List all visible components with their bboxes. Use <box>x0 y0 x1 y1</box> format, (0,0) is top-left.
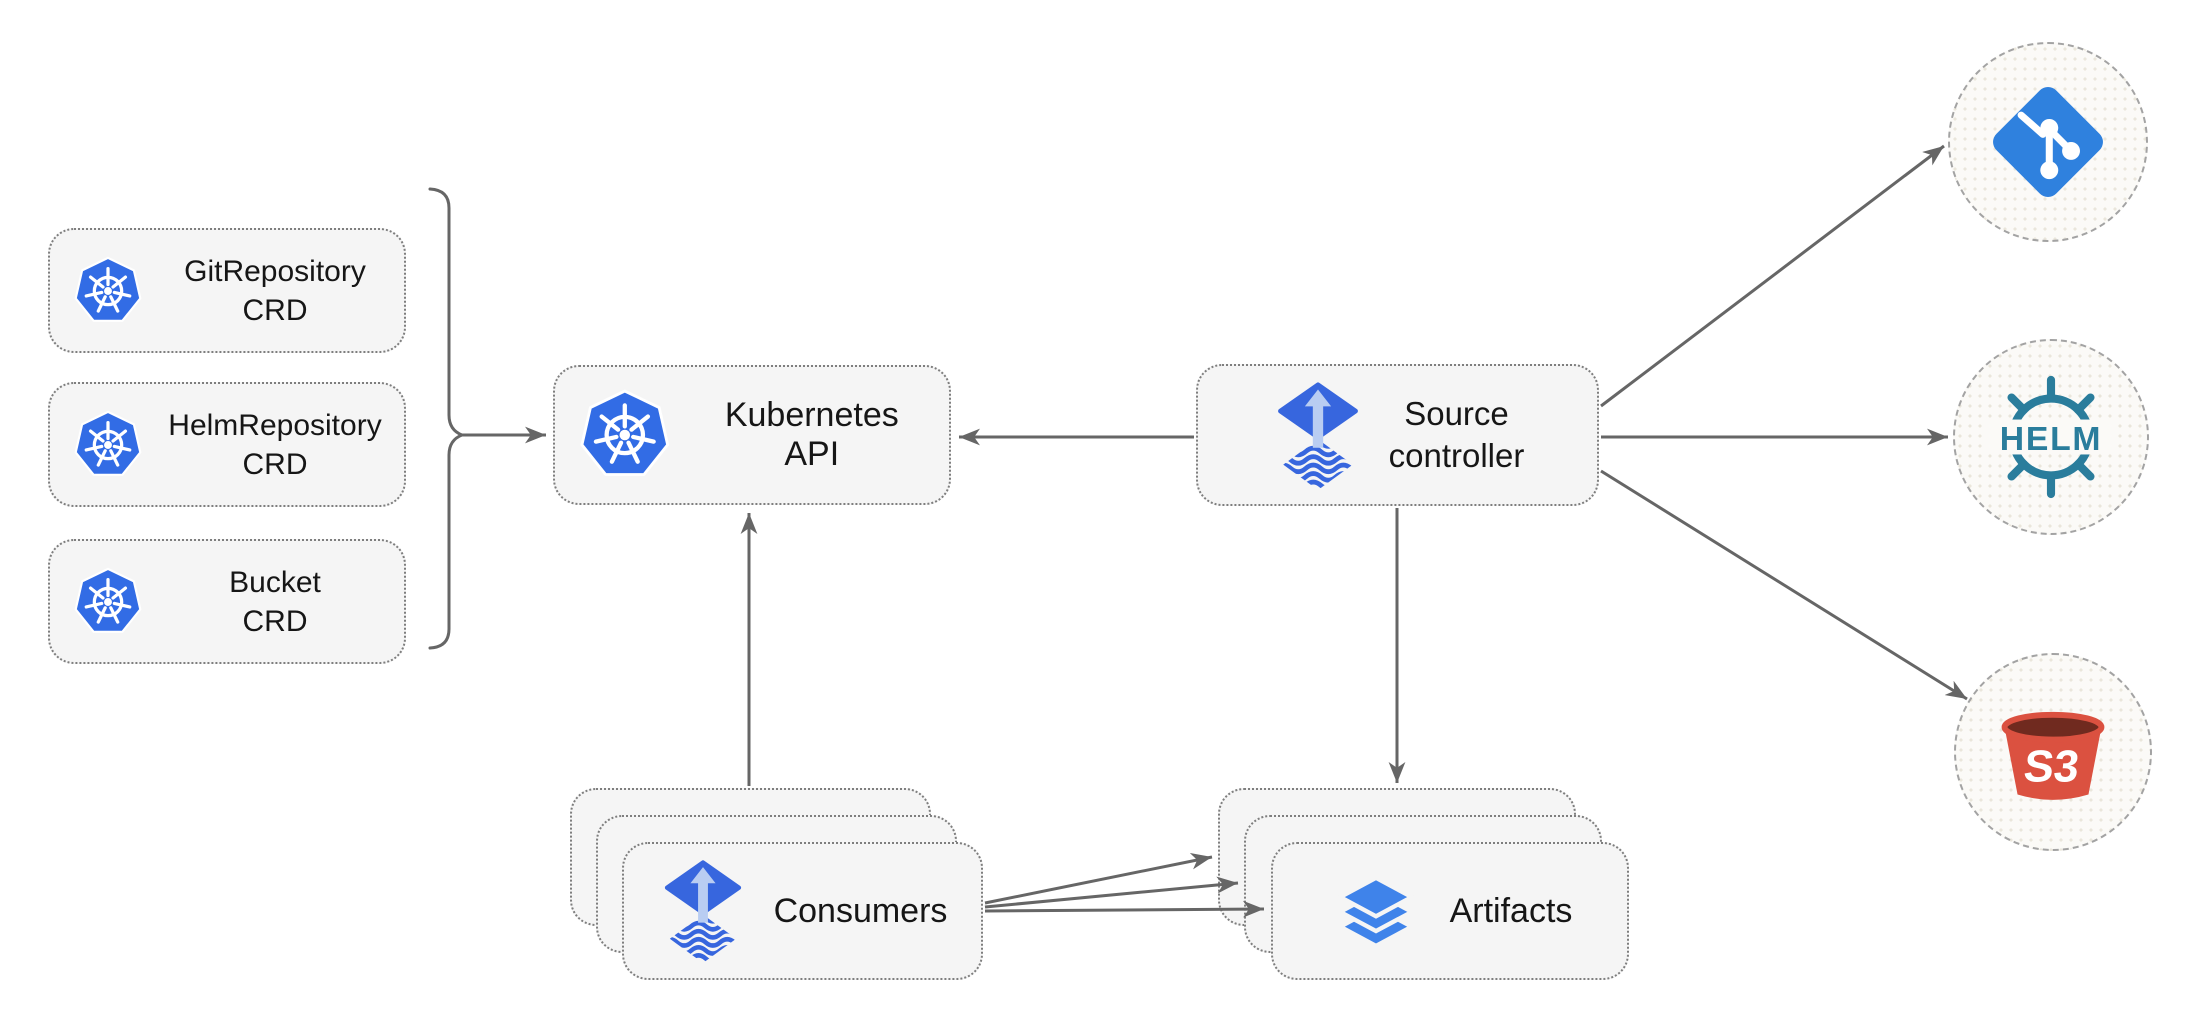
helmrepository-crd-node: HelmRepository CRD <box>48 382 406 507</box>
source-controller-node: Source controller <box>1196 364 1599 506</box>
helmrepository-crd-label: HelmRepository CRD <box>168 406 382 484</box>
gitrepository-crd-node: GitRepository CRD <box>48 228 406 353</box>
crd-label-line1: Bucket <box>229 565 321 599</box>
kubernetes-icon <box>74 255 142 322</box>
kubernetes-icon <box>577 386 673 484</box>
layers-icon <box>1335 875 1416 949</box>
kubernetes-icon <box>74 409 142 476</box>
gitrepository-crd-label: GitRepository CRD <box>168 252 382 330</box>
helm-logo-text: HELM <box>2000 420 2103 458</box>
crd-label-line1: HelmRepository <box>168 408 382 442</box>
s3-logo-text: S3 <box>2021 741 2081 792</box>
arrow-source-controller-to-s3 <box>1600 469 1968 701</box>
crd-group-brace <box>428 187 467 650</box>
flux-icon <box>658 859 748 963</box>
bucket-crd-label: Bucket CRD <box>168 563 382 641</box>
crd-label-line1: GitRepository <box>184 254 366 288</box>
git-icon <box>1993 87 2103 197</box>
artifacts-label: Artifacts <box>1449 891 1573 930</box>
arrow-consumers-to-artifacts-2 <box>984 876 1239 909</box>
crd-label-line2: CRD <box>242 604 308 638</box>
flux-icon <box>1271 381 1365 490</box>
helm-icon: HELM <box>1988 375 2114 499</box>
s3-bucket-icon: S3 <box>2001 711 2105 800</box>
git-source-circle <box>1948 42 2148 242</box>
crd-label-line2: CRD <box>242 293 308 327</box>
source-controller-label-line2: controller <box>1388 437 1525 474</box>
crd-label-line2: CRD <box>242 447 308 481</box>
artifacts-node: Artifacts <box>1271 842 1629 980</box>
bucket-crd-node: Bucket CRD <box>48 539 406 664</box>
consumers-node: Consumers <box>622 842 983 980</box>
source-controller-label-line1: Source <box>1404 395 1509 432</box>
arrow-consumers-to-artifacts-1 <box>984 852 1213 905</box>
consumers-label: Consumers <box>773 891 948 930</box>
helm-source-circle: HELM <box>1953 339 2149 535</box>
kubernetes-icon <box>74 566 142 633</box>
source-controller-label: Source controller <box>1389 393 1525 477</box>
s3-source-circle: S3 <box>1954 653 2152 851</box>
arrow-source-controller-to-git <box>1600 144 1945 408</box>
kubernetes-api-node: Kubernetes API <box>553 365 951 505</box>
kubernetes-api-label: Kubernetes API <box>724 396 899 473</box>
